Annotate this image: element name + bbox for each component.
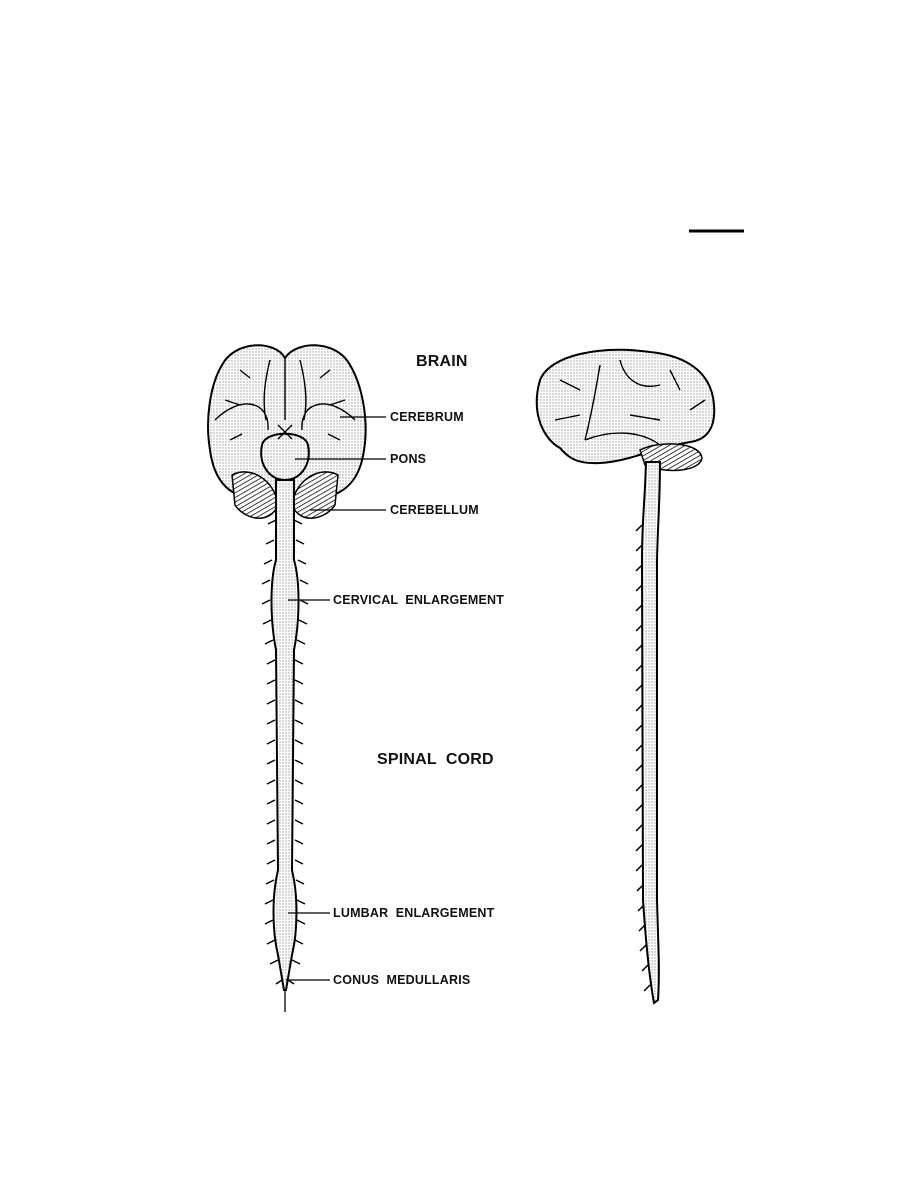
lateral-view <box>535 348 716 1005</box>
label-cervical-enlargement: CERVICAL ENLARGEMENT <box>333 593 504 607</box>
label-lumbar-enlargement: LUMBAR ENLARGEMENT <box>333 906 495 920</box>
lateral-spinal-cord <box>640 461 662 1005</box>
label-spinal-cord: SPINAL CORD <box>377 751 494 768</box>
label-cerebellum: CEREBELLUM <box>390 503 479 517</box>
lateral-nerve-roots <box>635 524 651 992</box>
ventral-view <box>207 344 367 1012</box>
ventral-spinal-cord <box>270 479 300 991</box>
ventral-nerve-roots <box>261 519 309 985</box>
lateral-cerebrum <box>535 348 716 465</box>
label-pons: PONS <box>390 452 426 466</box>
leader-lines <box>286 416 386 981</box>
label-cerebrum: CEREBRUM <box>390 410 464 424</box>
ventral-pons <box>260 432 310 482</box>
label-conus-medullaris: CONUS MEDULLARIS <box>333 973 470 987</box>
label-brain: BRAIN <box>416 353 468 370</box>
